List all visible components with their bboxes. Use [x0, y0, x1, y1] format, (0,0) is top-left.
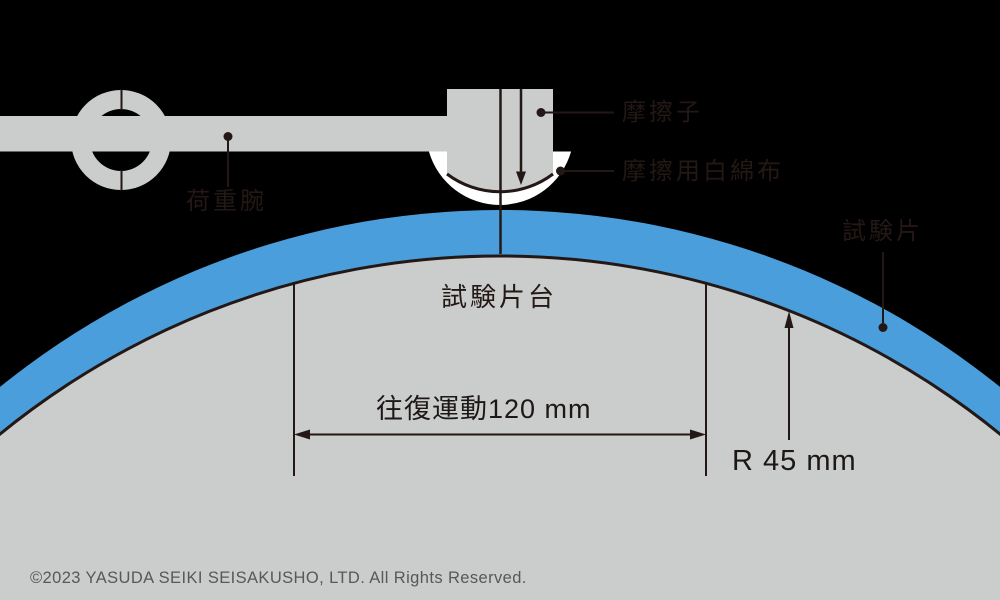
- test-piece-label: 試験片: [842, 218, 923, 245]
- friction-cloth-label: 摩擦用白綿布: [622, 158, 784, 185]
- pivot-ring: [70, 89, 171, 191]
- radius-dimension-label: R 45 mm: [732, 445, 857, 477]
- friction-element-label: 摩擦子: [622, 99, 703, 126]
- copyright-text: ©2023 YASUDA SEIKI SEISAKUSHO, LTD. All …: [30, 569, 527, 587]
- radius-arrowhead: [784, 311, 794, 328]
- test-piece-table-dome: [0, 254, 1000, 600]
- load-arrowhead: [516, 171, 526, 185]
- stroke-arrowhead-right: [690, 429, 706, 440]
- test-piece-leader-dot: [878, 323, 888, 332]
- load-arm-label: 荷重腕: [186, 188, 267, 215]
- stroke-arrowhead-left: [294, 429, 310, 440]
- test-piece-table-label: 試験片台: [441, 282, 558, 312]
- load-arm-shape: [0, 116, 447, 152]
- stroke-dimension-label: 往復運動120 mm: [376, 394, 592, 424]
